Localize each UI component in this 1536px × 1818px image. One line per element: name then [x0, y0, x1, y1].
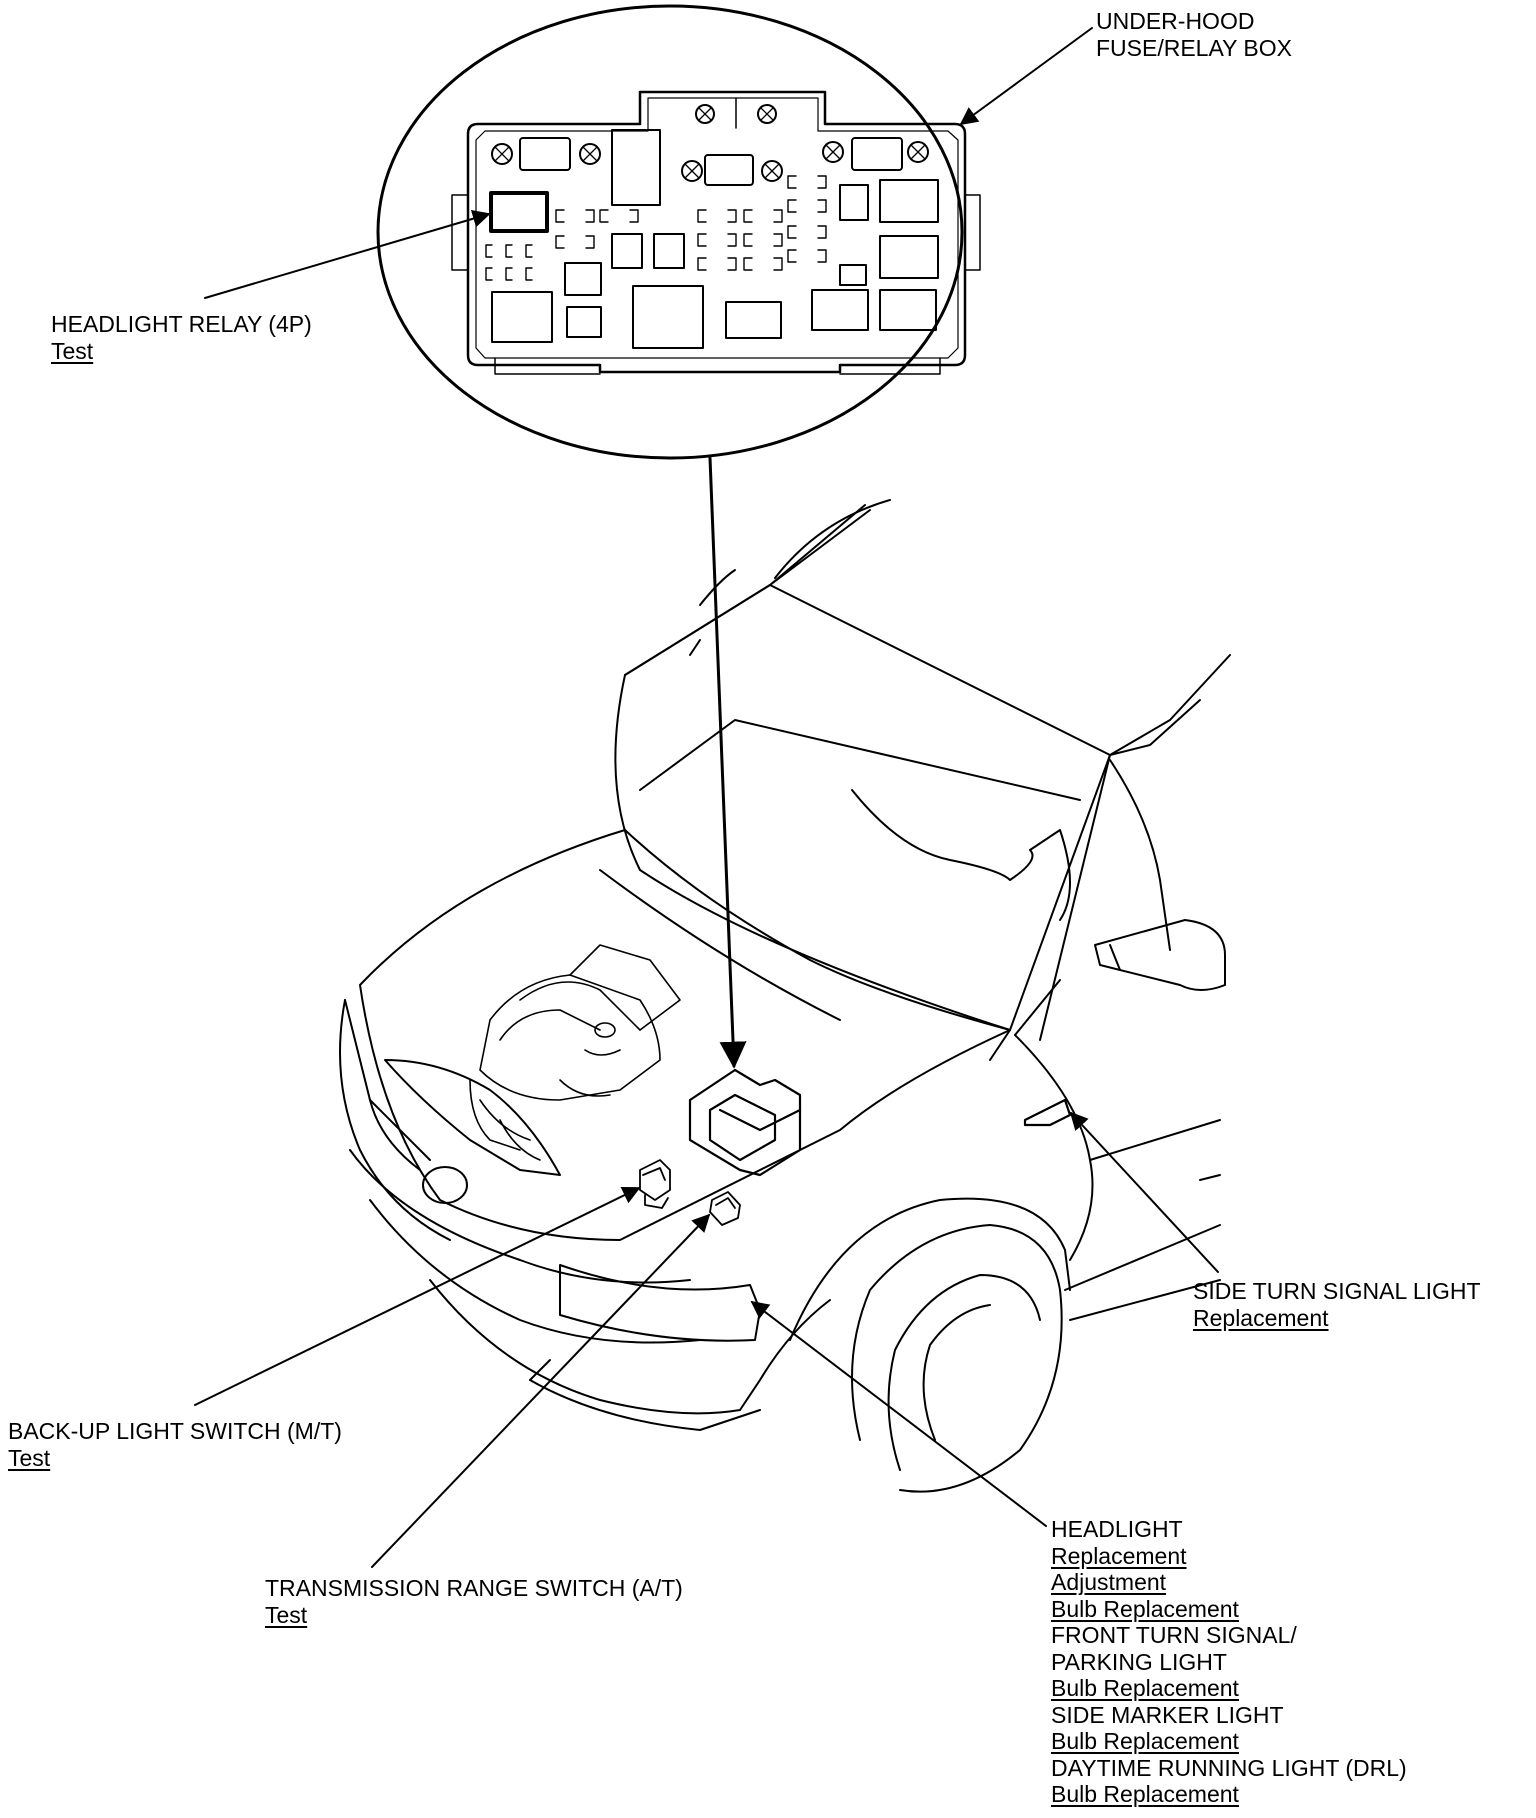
drl-bulb-replacement-link[interactable]: Bulb Replacement: [1051, 1781, 1239, 1807]
leader-lines: [194, 27, 1219, 1568]
headlight-replacement-link[interactable]: Replacement: [1051, 1542, 1187, 1569]
callout-side-turn-title: SIDE TURN SIGNAL LIGHT: [1193, 1278, 1481, 1304]
callout-drl-title: DAYTIME RUNNING LIGHT (DRL): [1051, 1754, 1407, 1781]
headlight-relay-test-link[interactable]: Test: [51, 337, 94, 364]
callout-headlight-title: HEADLIGHT: [1051, 1516, 1183, 1542]
callout-underhood-fuse-relay-box: UNDER-HOOD FUSE/RELAY BOX: [1096, 8, 1292, 61]
grille: [384, 1059, 561, 1176]
headlight-lens: [559, 1264, 761, 1342]
trans-range-test-link[interactable]: Test: [265, 1601, 308, 1628]
callout-headlight-relay: HEADLIGHT RELAY (4P) Test: [51, 311, 312, 364]
fuse-box-outline: [466, 90, 967, 374]
side-marker-bulb-replacement-link[interactable]: Bulb Replacement: [1051, 1728, 1239, 1754]
hood: [359, 829, 1011, 1241]
callout-underhood-line-2: FUSE/RELAY BOX: [1096, 34, 1292, 61]
callout-front-turn-title: FRONT TURN SIGNAL/: [1051, 1622, 1297, 1648]
engine: [469, 944, 681, 1161]
callout-parking-light-title: PARKING LIGHT: [1051, 1648, 1227, 1675]
callout-side-turn-signal: SIDE TURN SIGNAL LIGHT Replacement: [1193, 1278, 1481, 1331]
callout-headlight-relay-title: HEADLIGHT RELAY (4P): [51, 311, 312, 337]
side-turn-signal: [1023, 1098, 1072, 1127]
vehicle-body: [339, 499, 1231, 1493]
backup-switch-test-link[interactable]: Test: [8, 1444, 51, 1471]
callout-underhood-line-1: UNDER-HOOD: [1096, 8, 1255, 34]
backup-light-switch: [639, 1159, 671, 1209]
side-turn-replacement-link[interactable]: Replacement: [1193, 1304, 1329, 1331]
windshield: [614, 584, 1111, 1031]
headlight-adjustment-link[interactable]: Adjustment: [1051, 1569, 1167, 1595]
headlight-bulb-replacement-link[interactable]: Bulb Replacement: [1051, 1595, 1239, 1622]
callout-transmission-range-switch: TRANSMISSION RANGE SWITCH (A/T) Test: [265, 1575, 683, 1628]
transmission-range-switch: [709, 1191, 741, 1226]
front-turn-bulb-replacement-link[interactable]: Bulb Replacement: [1051, 1675, 1239, 1701]
callout-backup-light-switch: BACK-UP LIGHT SWITCH (M/T) Test: [8, 1418, 342, 1471]
front-tire: [851, 1224, 1063, 1493]
fuse-box-vehicle: [688, 1068, 802, 1177]
callout-trans-range-title: TRANSMISSION RANGE SWITCH (A/T): [265, 1575, 683, 1601]
side-mirror: [1094, 919, 1226, 991]
detail-ellipse: [376, 4, 964, 460]
callout-backup-title: BACK-UP LIGHT SWITCH (M/T): [8, 1418, 342, 1444]
headlight-relay-4p: [489, 191, 549, 233]
callout-headlight-group: HEADLIGHT Replacement Adjustment Bulb Re…: [1051, 1516, 1407, 1808]
fuse-box-detail: [376, 4, 981, 460]
callout-side-marker-title: SIDE MARKER LIGHT: [1051, 1701, 1284, 1728]
